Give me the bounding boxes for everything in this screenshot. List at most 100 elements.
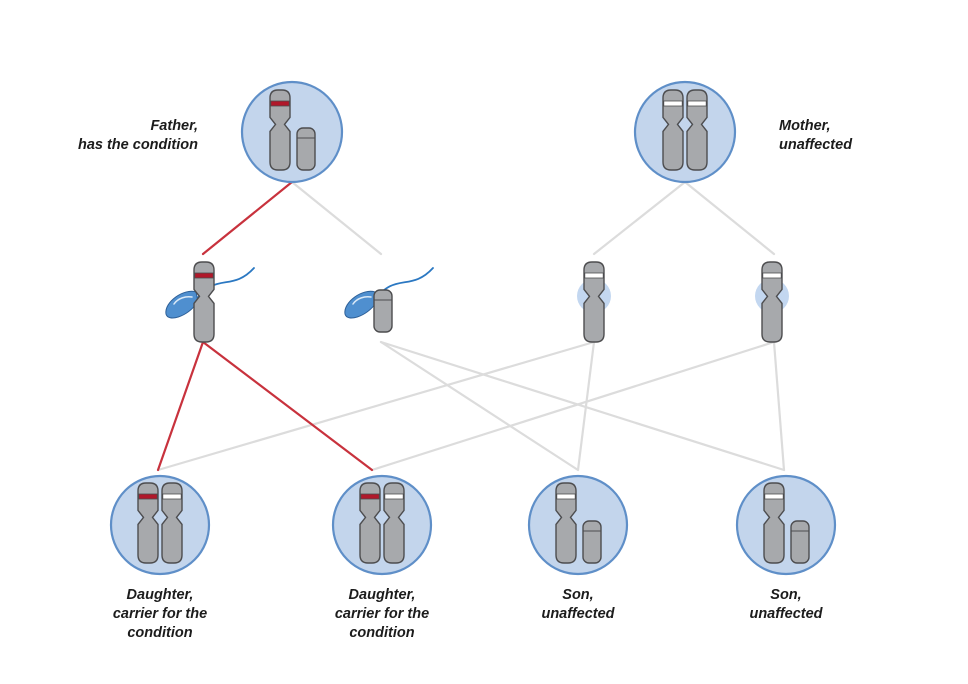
child-label-2-line1: Daughter, bbox=[348, 587, 416, 603]
child-cell-3-chromosome-2-body bbox=[582, 520, 602, 564]
mother-cell-circle bbox=[633, 80, 737, 184]
sperm-icon-2-chromosome bbox=[373, 289, 393, 333]
child-cell-3-chromosome-1 bbox=[555, 482, 577, 564]
child-cell-3-chromosome-1-body bbox=[555, 482, 577, 564]
father-label: Father, has the condition bbox=[78, 117, 198, 155]
mother-cell bbox=[633, 80, 737, 184]
child-cell-2-chromosome-2 bbox=[383, 482, 405, 564]
child-label-1-line1: Daughter, bbox=[126, 587, 194, 603]
father-cell-chromosome-1-body bbox=[269, 89, 291, 171]
child-cell-2-chromosome-1-body bbox=[359, 482, 381, 564]
mother-to-egg2-line bbox=[683, 180, 776, 256]
child-label-3: Son, unaffected bbox=[541, 586, 614, 624]
gametes bbox=[165, 261, 789, 343]
child-cell-1-chromosome-2-body bbox=[161, 482, 183, 564]
sperm-icon-1-chromosome-mutation-band bbox=[194, 272, 214, 279]
child-cell-1-chromosome-2-band bbox=[162, 493, 182, 500]
sperm-icon-2-chromosome-body bbox=[373, 289, 393, 333]
father-label-line1: Father, bbox=[150, 118, 198, 134]
father-cell-chromosome-2-body bbox=[296, 127, 316, 171]
sperm-icon-2 bbox=[344, 267, 434, 333]
child-cell-4-chromosome-2-body bbox=[790, 520, 810, 564]
inheritance-lines bbox=[156, 180, 786, 472]
child-cell-3 bbox=[527, 474, 629, 576]
mother-cell-chromosome-2-body bbox=[686, 89, 708, 171]
egg2-to-daughter2-line bbox=[370, 340, 776, 472]
child-cell-1-chromosome-2 bbox=[161, 482, 183, 564]
egg-icon-1-chromosome-body bbox=[583, 261, 605, 343]
sperm-icon-1-chromosome-body bbox=[193, 261, 215, 343]
egg-icon-1 bbox=[577, 261, 611, 343]
egg-icon-2-chromosome-body bbox=[761, 261, 783, 343]
child-label-4-line1: Son, bbox=[770, 587, 802, 603]
x-sperm-to-daughter1-line bbox=[156, 340, 205, 472]
child-label-3-line2: unaffected bbox=[541, 606, 615, 622]
child-cell-1-circle bbox=[109, 474, 211, 576]
child-cell-4-chromosome-1-body bbox=[763, 482, 785, 564]
child-cell-3-chromosome-2 bbox=[582, 520, 602, 564]
child-label-1: Daughter, carrier for the condition bbox=[113, 586, 207, 643]
father-to-x-sperm-line bbox=[201, 180, 294, 256]
child-cell-4 bbox=[735, 474, 837, 576]
father-cell-chromosome-1-mutation-band bbox=[270, 100, 290, 107]
sperm-icon-1-chromosome bbox=[193, 261, 215, 343]
sperm-icon-2-head bbox=[344, 290, 378, 319]
child-label-4-line2: unaffected bbox=[749, 606, 823, 622]
mother-label-line1: Mother, bbox=[779, 118, 831, 134]
y-sperm-to-son1-line bbox=[379, 340, 580, 472]
child-cell-2-chromosome-1 bbox=[359, 482, 381, 564]
child-cell-2-chromosome-2-band bbox=[384, 493, 404, 500]
child-cell-4-chromosome-1 bbox=[763, 482, 785, 564]
egg-icon-2-chromosome bbox=[761, 261, 783, 343]
father-to-y-sperm-line bbox=[290, 180, 383, 256]
y-sperm-to-son2-line bbox=[379, 340, 786, 472]
cells bbox=[109, 80, 837, 576]
mother-cell-chromosome-2 bbox=[686, 89, 708, 171]
mother-cell-chromosome-1 bbox=[662, 89, 684, 171]
sperm-icon-1-head bbox=[165, 290, 199, 319]
sperm-icon-1-head-highlight bbox=[173, 296, 193, 305]
child-label-1-line2: carrier for the bbox=[112, 606, 208, 622]
x-sperm-to-daughter2-line bbox=[201, 340, 374, 472]
father-cell-circle bbox=[240, 80, 344, 184]
mother-cell-chromosome-1-body bbox=[662, 89, 684, 171]
egg2-to-son2-line bbox=[772, 340, 786, 472]
egg-icon-1-chromosome bbox=[583, 261, 605, 343]
child-cell-2-chromosome-1-mutation-band bbox=[360, 493, 380, 500]
child-label-2-line3: condition bbox=[349, 625, 415, 641]
child-cell-2-circle bbox=[331, 474, 433, 576]
mother-to-egg1-line bbox=[592, 180, 687, 256]
sperm-icon-1 bbox=[165, 261, 255, 343]
mother-cell-chromosome-1-band bbox=[663, 100, 683, 107]
sperm-icon-2-head-highlight bbox=[352, 296, 372, 305]
child-label-3-line1: Son, bbox=[562, 587, 594, 603]
child-label-4: Son, unaffected bbox=[749, 586, 822, 624]
child-label-1-line3: condition bbox=[127, 625, 193, 641]
child-cell-3-circle bbox=[527, 474, 629, 576]
mother-label-line2: unaffected bbox=[779, 137, 853, 153]
father-cell-chromosome-2 bbox=[296, 127, 316, 171]
child-cell-1-chromosome-1-body bbox=[137, 482, 159, 564]
child-label-2: Daughter, carrier for the condition bbox=[335, 586, 429, 643]
child-cell-4-chromosome-2 bbox=[790, 520, 810, 564]
egg-icon-1-chromosome-band bbox=[584, 272, 604, 279]
child-cell-4-circle bbox=[735, 474, 837, 576]
father-label-line2: has the condition bbox=[77, 137, 198, 153]
child-cell-3-chromosome-1-band bbox=[556, 493, 576, 500]
mother-label: Mother, unaffected bbox=[779, 117, 852, 155]
child-cell-4-chromosome-1-band bbox=[764, 493, 784, 500]
egg-icon-2 bbox=[755, 261, 789, 343]
father-cell bbox=[240, 80, 344, 184]
child-cell-1-chromosome-1-mutation-band bbox=[138, 493, 158, 500]
father-cell-chromosome-1 bbox=[269, 89, 291, 171]
child-label-2-line2: carrier for the bbox=[334, 606, 430, 622]
child-cell-1 bbox=[109, 474, 211, 576]
egg1-to-son1-line bbox=[576, 340, 596, 472]
egg-icon-2-chromosome-band bbox=[762, 272, 782, 279]
child-cell-2-chromosome-2-body bbox=[383, 482, 405, 564]
egg1-to-daughter1-line bbox=[156, 340, 596, 472]
child-cell-2 bbox=[331, 474, 433, 576]
child-cell-1-chromosome-1 bbox=[137, 482, 159, 564]
mother-cell-chromosome-2-band bbox=[687, 100, 707, 107]
